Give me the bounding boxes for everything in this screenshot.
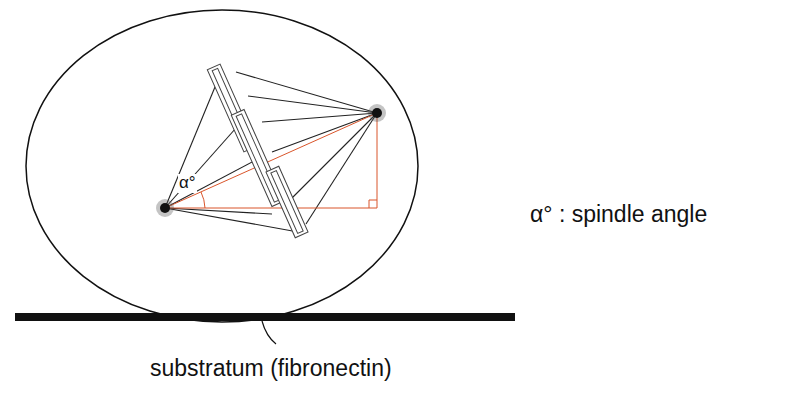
angle-construction xyxy=(165,113,377,208)
chromosome-plates xyxy=(207,64,308,238)
spindle-poles xyxy=(156,104,386,217)
substratum-bar xyxy=(15,313,515,321)
cell-outline xyxy=(26,10,418,322)
substratum-label: substratum (fibronectin) xyxy=(150,356,392,381)
spindle-fibers xyxy=(165,70,377,232)
legend-note: α° : spindle angle xyxy=(530,202,707,227)
angle-label: α° xyxy=(178,174,197,193)
leader-line xyxy=(262,321,276,344)
